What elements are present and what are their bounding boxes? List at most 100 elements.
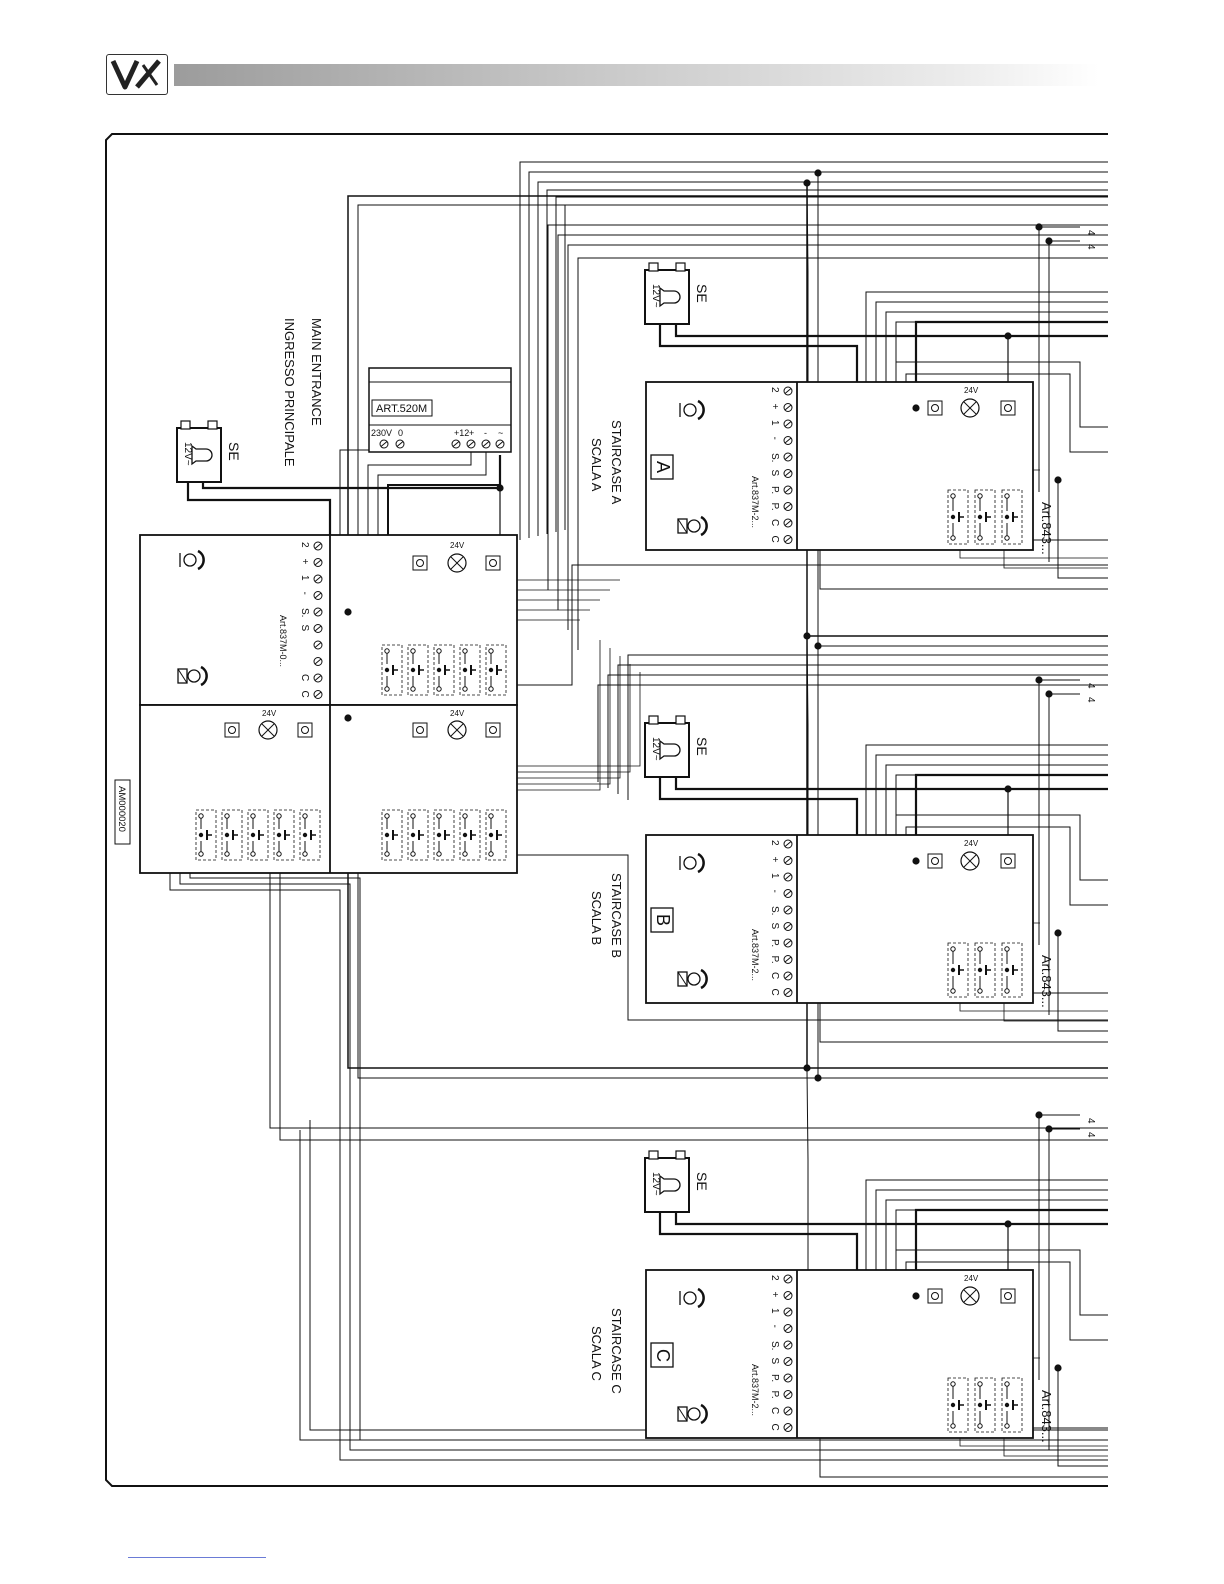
wire xyxy=(555,196,1108,532)
terminal-screw xyxy=(931,1292,939,1300)
terminal-label: 1 xyxy=(769,420,780,426)
button-contact xyxy=(950,988,956,994)
staircase-letter: C xyxy=(653,1349,673,1362)
riser-label: 4 xyxy=(1085,683,1096,689)
terminal-label: - xyxy=(299,592,310,595)
screw-slot xyxy=(784,1325,792,1332)
lock-bell-icon xyxy=(659,739,681,761)
screw-slot xyxy=(314,592,322,599)
wire xyxy=(299,1130,1108,1441)
wire xyxy=(792,291,1108,392)
mic-circle xyxy=(687,972,701,986)
junction-dot xyxy=(803,179,811,187)
lock-bell-icon xyxy=(191,444,213,466)
psu-terminal-label: - xyxy=(484,428,487,438)
button-contact xyxy=(977,1381,983,1387)
speaker-icon xyxy=(183,553,197,567)
wire xyxy=(201,455,502,490)
screw-slot xyxy=(784,536,792,543)
terminal-label: P. xyxy=(769,1391,780,1399)
junction-dot xyxy=(344,714,352,722)
screw-slot xyxy=(314,559,322,566)
main-entrance-subtitle: INGRESSO PRINCIPALE xyxy=(282,318,297,467)
speaker-icon xyxy=(683,1291,697,1305)
wire xyxy=(547,224,1108,590)
lamp-cross xyxy=(963,854,977,868)
lock-lug xyxy=(675,1150,686,1160)
button-contact xyxy=(410,648,416,654)
staircase-panel-model: Art.837M-2... xyxy=(750,1364,760,1416)
junction-dot xyxy=(803,1064,811,1072)
wire xyxy=(528,171,1108,538)
button-contact xyxy=(224,832,230,838)
terminal-screw xyxy=(301,726,309,734)
terminal-label: 2 xyxy=(299,542,310,548)
frame-border xyxy=(105,133,1108,1487)
junction-dot xyxy=(1004,332,1012,340)
terminal-label: + xyxy=(769,1292,780,1298)
junction-dot xyxy=(496,484,504,492)
wire xyxy=(1003,544,1108,569)
screw-slot xyxy=(784,940,792,946)
button-contact xyxy=(488,832,494,838)
wire xyxy=(1057,480,1108,579)
screw-slot xyxy=(784,1309,792,1315)
button-contact xyxy=(462,686,468,692)
button-contact xyxy=(977,514,983,520)
terminal-label: C xyxy=(769,989,780,996)
staircase-letter-box xyxy=(650,454,674,480)
terminal-label: C xyxy=(299,691,310,698)
lock-lug xyxy=(207,420,218,430)
button-contact xyxy=(198,813,204,819)
psu-terminal-label: 0 xyxy=(398,428,403,438)
wire xyxy=(357,204,1108,610)
footer-rule xyxy=(128,1557,266,1558)
button-contact xyxy=(950,946,956,952)
doc-code-label: AM000020 xyxy=(116,786,127,832)
button-contact xyxy=(410,832,416,838)
wire xyxy=(269,800,1108,1129)
junction-dot xyxy=(1004,785,1012,793)
lock-lug xyxy=(675,715,686,725)
terminal-label: S. xyxy=(769,1341,780,1350)
lock-label: SE xyxy=(694,737,710,756)
terminal-screw xyxy=(931,404,939,412)
wire xyxy=(546,189,1108,534)
terminal-label: - xyxy=(769,890,780,893)
speaker-icon xyxy=(683,856,697,870)
screw-slot xyxy=(784,1292,792,1299)
psu-terminal-label: 230V xyxy=(371,428,392,438)
wire xyxy=(519,161,1108,540)
screw-slot xyxy=(784,1391,792,1398)
psu-terminal-label: ~ xyxy=(498,428,503,438)
mic-circle xyxy=(687,519,701,533)
button-contact xyxy=(488,686,494,692)
psu-terminal-label: +12 xyxy=(454,428,469,438)
button-contact xyxy=(384,667,390,673)
terminal-screw xyxy=(1004,857,1012,865)
terminal-label: 2 xyxy=(769,387,780,393)
lock-lug xyxy=(648,262,659,272)
screw-slot xyxy=(784,923,792,930)
doc-code-box xyxy=(114,779,131,845)
junction-dot xyxy=(1054,929,1062,937)
lamp-voltage-label: 24V xyxy=(964,386,979,395)
mic-mark xyxy=(677,518,688,534)
speaker-arc xyxy=(697,1287,705,1309)
screw-slot xyxy=(314,691,322,698)
staircase-subtitle: SCALA C xyxy=(589,1326,604,1381)
junction-dot xyxy=(912,1292,920,1300)
screw-slot xyxy=(784,437,792,444)
terminal-label: C xyxy=(769,1424,780,1431)
screw-slot xyxy=(496,441,504,447)
junction-dot xyxy=(1054,476,1062,484)
mic-arc xyxy=(200,665,208,687)
screw-slot xyxy=(784,857,792,864)
lock-lug xyxy=(648,1150,659,1160)
wire xyxy=(1003,1432,1108,1457)
electric-lock-box xyxy=(644,269,690,325)
mic-circle xyxy=(687,1407,701,1421)
screw-slot xyxy=(396,441,404,447)
screw-slot xyxy=(314,642,322,648)
